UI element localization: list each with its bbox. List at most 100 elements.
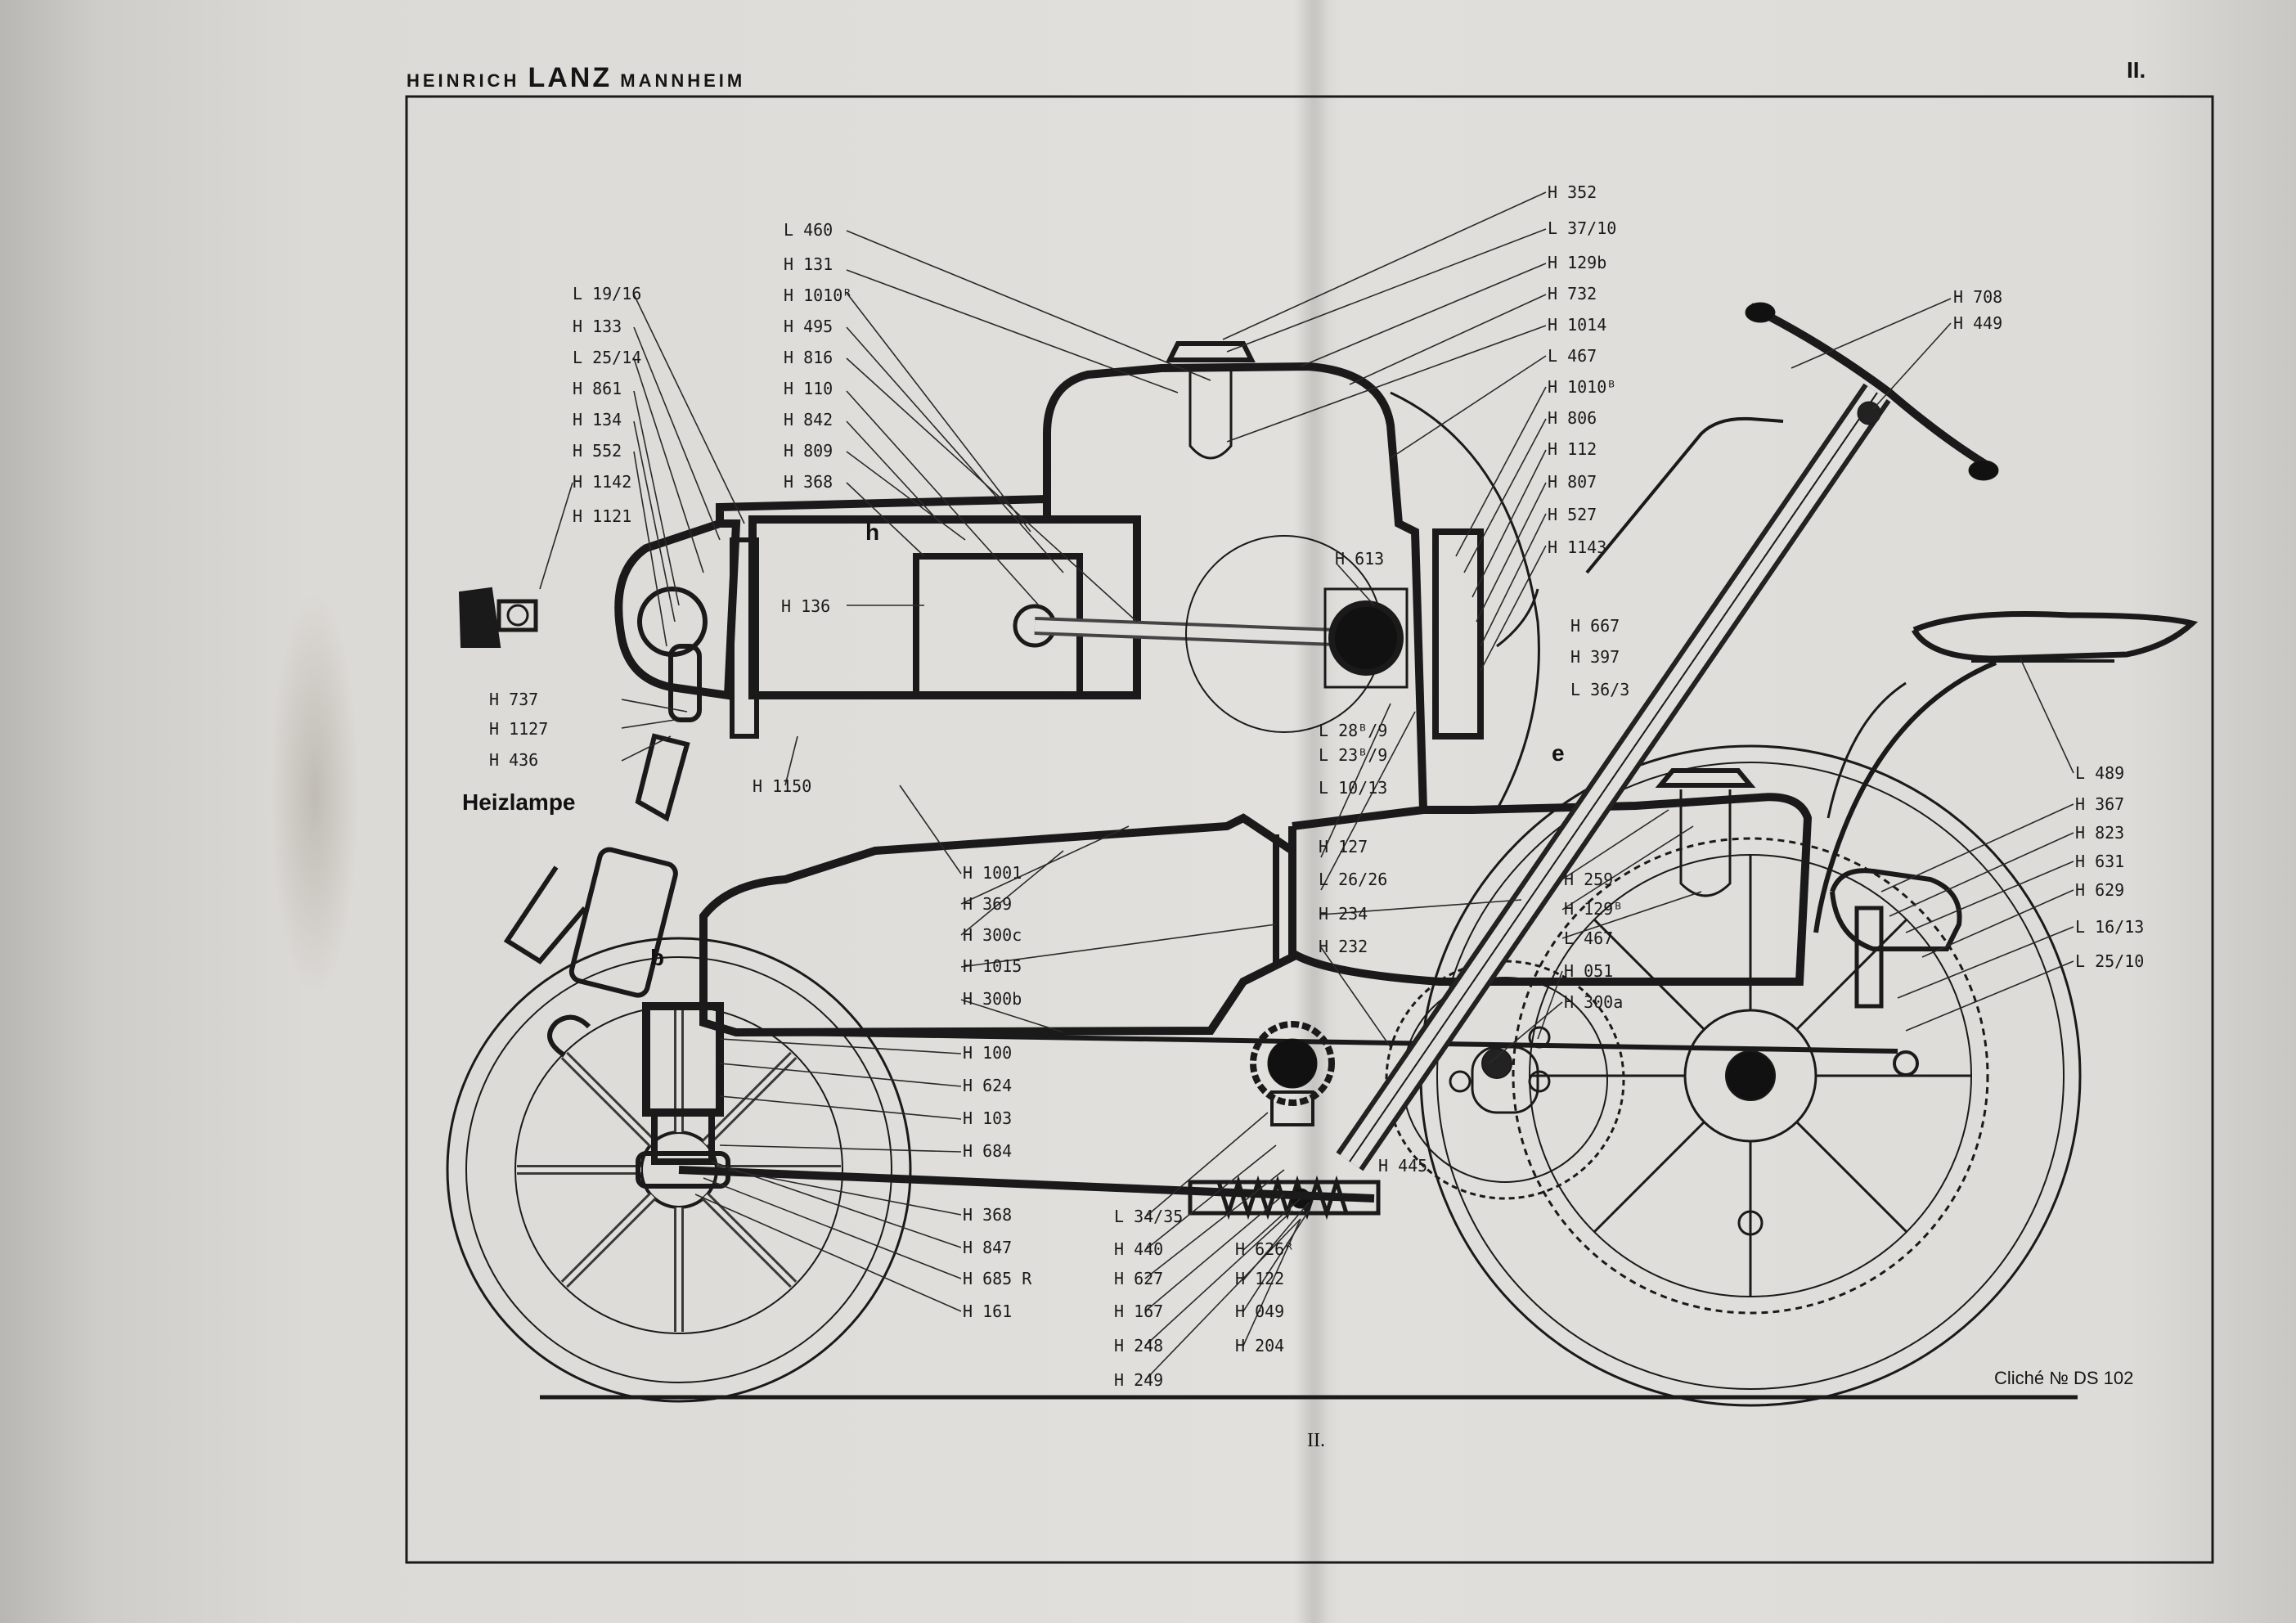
label-top-right-4: H 1014 [1548, 315, 1606, 335]
label-spring-right-1: H 122 [1235, 1269, 1284, 1288]
label-lower-center-9: H 368 [963, 1205, 1012, 1225]
label-lower-center-11: H 685 R [963, 1269, 1032, 1288]
cylinder-head-top [716, 494, 1051, 524]
part-labels: L 460 H 131 H 1010ᴿ H 495 H 816 H 110 H … [462, 182, 2144, 1390]
left-page-stain [270, 589, 360, 998]
label-mid-left-1: H 1127 [489, 719, 548, 739]
front-cap [458, 587, 538, 648]
drawing-frame [405, 95, 2214, 1564]
machine-drawing [446, 302, 2199, 1407]
label-lower-center-8: H 684 [963, 1141, 1012, 1161]
label-seat-0: L 489 [2075, 763, 2124, 783]
label-top-left-3: H 861 [573, 379, 622, 398]
label-top-right-6: H 1010ᴮ [1548, 377, 1616, 397]
label-top-right-2: H 129b [1548, 253, 1606, 272]
label-gear-side-4: H 300a [1564, 992, 1623, 1012]
engine-hood-outer [1390, 391, 1540, 811]
transmission-housing [1288, 793, 1813, 986]
label-seat-2: H 823 [2075, 823, 2124, 843]
label-lower-center-6: H 624 [963, 1076, 1012, 1095]
label-lower-center-10: H 847 [963, 1238, 1012, 1257]
label-crank-lower-1: L 23ᴮ/9 [1319, 745, 1387, 765]
letter-b: b [650, 945, 664, 970]
label-top-right-11: H 1143 [1548, 537, 1606, 557]
label-lower-center-12: H 161 [963, 1302, 1012, 1321]
label-top-right-1: L 37/10 [1548, 218, 1616, 238]
label-top-center-4: H 816 [784, 348, 833, 367]
label-crank: H 613 [1335, 549, 1384, 569]
label-lower-center-3: H 1015 [963, 956, 1022, 976]
label-top-center-7: H 809 [784, 441, 833, 461]
label-top-center-1: H 131 [784, 254, 833, 274]
label-mid-left-3: H 1150 [753, 776, 811, 796]
seat [1813, 610, 2199, 933]
label-top-left-5: H 552 [573, 441, 622, 461]
label-mid-right-2: L 36/3 [1570, 680, 1629, 699]
label-seat-1: H 367 [2075, 794, 2124, 814]
label-top-left-4: H 134 [573, 410, 622, 429]
label-top-left-6: H 1142 [573, 472, 631, 492]
crankshaft [1328, 600, 1404, 676]
label-top-right-5: L 467 [1548, 346, 1597, 366]
label-top-right-0: H 352 [1548, 182, 1597, 202]
label-top-right-7: H 806 [1548, 408, 1597, 428]
drive-pinion [1385, 960, 1625, 1200]
header-prefix: HEINRICH [407, 70, 520, 91]
label-cylinder: H 136 [781, 596, 830, 616]
label-mid-right-0: H 667 [1570, 616, 1620, 636]
label-lower-center-1: H 369 [963, 894, 1012, 914]
label-top-right-8: H 112 [1548, 439, 1597, 459]
tank-filler-cap [1166, 341, 1256, 460]
label-top-right-3: H 732 [1548, 284, 1597, 303]
header-suffix: MANNHEIM [620, 70, 746, 91]
label-lower-center-4: H 300b [963, 989, 1022, 1009]
heating-lamp [503, 733, 690, 998]
label-lower-mid-0: H 127 [1319, 837, 1368, 856]
label-spring-left-1: H 440 [1114, 1239, 1163, 1259]
label-gear-side-1: H 129ᴮ [1564, 899, 1623, 919]
side-bracket [1830, 868, 1962, 1077]
label-lower-mid-1: L 26/26 [1319, 870, 1387, 889]
label-spring-left-5: H 249 [1114, 1370, 1163, 1390]
label-spring-left-0: L 34/35 [1114, 1207, 1183, 1226]
brand-name: LANZ [528, 62, 613, 93]
label-top-center-2: H 1010ᴿ [784, 285, 852, 305]
label-gear-side-2: L 467 [1564, 928, 1613, 948]
central-pinion [1250, 1021, 1335, 1126]
label-seat-3: H 631 [2075, 852, 2124, 871]
publisher-header: HEINRICH LANZ MANNHEIM [407, 62, 745, 94]
label-seat-4: H 629 [2075, 880, 2124, 900]
label-spring-left-2: H 627 [1114, 1269, 1163, 1288]
letter-e: e [1552, 740, 1565, 766]
cliche-number: Cliché № DS 102 [1994, 1368, 2134, 1388]
page-number: II. [2127, 57, 2146, 83]
label-spring-left-3: H 167 [1114, 1302, 1163, 1321]
label-mid-left-0: H 737 [489, 690, 538, 709]
label-spring-right-3: H 204 [1235, 1336, 1284, 1355]
label-lower-mid-2: H 234 [1319, 904, 1368, 924]
label-gear-side-3: H 051 [1564, 961, 1613, 981]
label-top-right-10: H 527 [1548, 505, 1597, 524]
engine-hood [1043, 362, 1427, 811]
label-top-center-3: H 495 [784, 317, 833, 336]
label-spring-right-0: H 626ᴿ [1235, 1239, 1294, 1259]
label-top-center-5: H 110 [784, 379, 833, 398]
label-lower-mid-3: H 232 [1319, 937, 1368, 956]
label-top-center-8: H 368 [784, 472, 833, 492]
label-gear-side-0: H 259 [1564, 870, 1613, 889]
page-centre-mark: II. [1307, 1430, 1325, 1451]
label-top-left-7: H 1121 [573, 506, 631, 526]
label-top-left-2: L 25/14 [573, 348, 641, 367]
label-lower-center-2: H 300c [963, 925, 1022, 945]
hot-bulb-head [614, 519, 759, 739]
gearbox-filler-cap [1655, 768, 1756, 897]
front-axle-fork [547, 1002, 1375, 1203]
throttle-lever [1585, 416, 1784, 574]
label-mid-left-2: H 436 [489, 750, 538, 770]
label-lower-center-0: H 1001 [963, 863, 1022, 883]
label-lower-center-5: H 100 [963, 1043, 1012, 1063]
label-crank-lower-2: L 10/13 [1319, 778, 1387, 798]
label-top-left-0: L 19/16 [573, 284, 641, 303]
label-spring-top: H 445 [1378, 1156, 1427, 1176]
